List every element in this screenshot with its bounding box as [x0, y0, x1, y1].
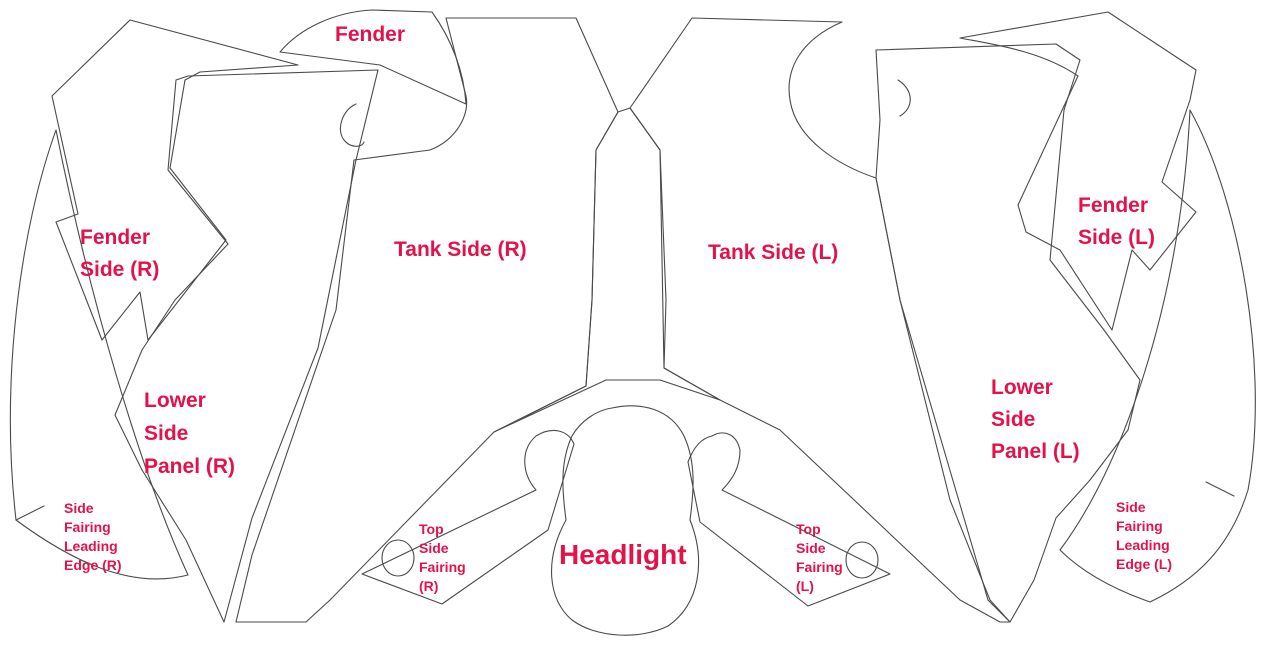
label-line: Side — [1116, 499, 1146, 515]
side-fairing-r-tab — [15, 505, 45, 521]
label-tank-side-l: Tank Side (L) — [708, 241, 838, 264]
label-line: Edge (L) — [1116, 556, 1172, 572]
center-spine-outline — [493, 107, 721, 433]
label-line: (R) — [419, 578, 438, 594]
label-line: Side — [796, 540, 826, 556]
label-line: Top — [796, 521, 821, 537]
label-line: Headlight — [559, 539, 687, 570]
label-line: Side — [64, 500, 94, 516]
lower-side-panel-l-outline — [875, 43, 1141, 623]
label-line: Leading — [1116, 537, 1170, 553]
label-line: Side (R) — [80, 258, 159, 281]
label-line: Lower — [144, 389, 206, 412]
label-line: Fairing — [64, 519, 111, 535]
tank-side-l-outline — [629, 17, 1011, 623]
label-line: Fender — [80, 226, 150, 249]
label-fender: Fender — [335, 23, 405, 46]
top-side-fairing-l-outline — [687, 432, 891, 607]
tank-r-notch — [339, 103, 365, 147]
top-side-fairing-r-outline — [361, 429, 575, 605]
label-line: Lower — [991, 376, 1053, 399]
label-line: Side (L) — [1078, 226, 1155, 249]
top-side-fairing-l-hole — [845, 541, 879, 579]
label-line: Panel (R) — [144, 455, 235, 478]
label-headlight: Headlight — [559, 539, 687, 570]
side-fairing-leading-edge-r-outline — [9, 129, 189, 580]
label-line: Fairing — [796, 559, 843, 575]
label-line: Tank Side (L) — [708, 241, 838, 264]
label-tank-side-r: Tank Side (R) — [394, 238, 527, 261]
headlight-outline — [551, 405, 700, 636]
label-line: Edge (R) — [64, 557, 122, 573]
side-fairing-leading-edge-l-outline — [1059, 109, 1256, 603]
side-fairing-l-tab — [1205, 481, 1235, 497]
label-line: Fairing — [419, 559, 466, 575]
label-line: Side — [419, 540, 449, 556]
label-line: Side — [991, 408, 1035, 431]
top-side-fairing-r-hole — [381, 539, 415, 577]
label-line: Panel (L) — [991, 440, 1080, 463]
label-line: Top — [419, 521, 444, 537]
label-line: Fender — [335, 23, 405, 46]
fender-side-l-outline — [959, 11, 1197, 331]
label-line: Fender — [1078, 194, 1148, 217]
label-line: (L) — [796, 578, 814, 594]
tank-l-notch — [897, 79, 911, 117]
label-line: Leading — [64, 538, 118, 554]
fender-side-r-outline — [51, 19, 299, 341]
lower-side-panel-r-outline — [114, 69, 379, 623]
label-line: Side — [144, 422, 188, 445]
label-line: Tank Side (R) — [394, 238, 527, 261]
label-line: Fairing — [1116, 518, 1163, 534]
